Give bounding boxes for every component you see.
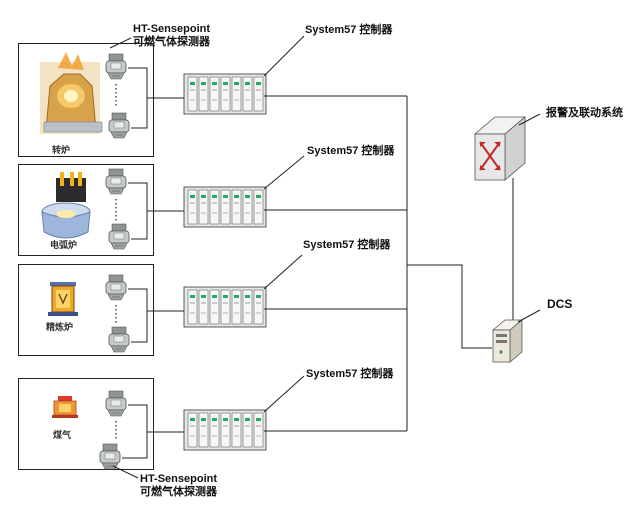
site-box-gas	[18, 378, 154, 470]
controller-rack	[183, 73, 267, 115]
controller-label: System57 控制器	[306, 368, 394, 380]
sensor-label-bottom-line1: HT-Sensepoint	[140, 473, 218, 485]
detector-icon	[105, 168, 127, 195]
sensor-wiring	[128, 67, 148, 129]
alarm-system-switch-icon	[473, 116, 527, 181]
controller-callout-line	[263, 155, 305, 190]
controller-label: System57 控制器	[303, 239, 391, 251]
backbone-to-dcs-line	[407, 264, 492, 349]
detector-icon	[108, 223, 130, 250]
dcs-server-icon	[491, 319, 524, 363]
site-caption-arc-furnace: 电弧炉	[50, 241, 78, 251]
site-caption-converter: 转炉	[52, 146, 71, 156]
site-image-gas	[52, 396, 78, 418]
controller-label: System57 控制器	[307, 145, 395, 157]
sensor-label-top-line1: HT-Sensepoint	[133, 23, 211, 35]
site-caption-gas: 煤气	[53, 431, 72, 441]
site-caption-refining-furnace: 精炼炉	[46, 323, 74, 333]
sensor-label-callout-line	[109, 37, 132, 49]
dcs-callout-line	[517, 309, 541, 323]
site-image-arc-furnace	[41, 172, 91, 239]
sensor-wiring	[128, 182, 148, 240]
detector-icon	[105, 53, 127, 80]
controller-callout-line	[263, 375, 305, 413]
sensor-label-callout-line	[112, 465, 139, 479]
site-image-converter	[40, 52, 103, 134]
alarm-callout-line	[518, 113, 541, 126]
site-box-refining-furnace	[18, 264, 154, 356]
controller-rack	[183, 286, 267, 328]
site-image-refining-furnace	[48, 282, 78, 316]
sensor-wiring	[128, 288, 148, 343]
sensor-label-bottom-line2: 可燃气体探测器	[140, 486, 217, 498]
detector-icon	[108, 326, 130, 353]
sensor-label-bottom: HT-Sensepoint 可燃气体探测器	[140, 473, 217, 499]
detector-icon	[99, 443, 121, 470]
detector-icon	[105, 274, 127, 301]
controller-callout-line	[263, 254, 303, 290]
sensor-label-top-line2: 可燃气体探测器	[133, 36, 210, 48]
detector-icon	[105, 390, 127, 417]
sensor-label-top: HT-Sensepoint 可燃气体探测器	[133, 23, 210, 49]
controller-rack	[183, 186, 267, 228]
controller-label: System57 控制器	[305, 24, 393, 36]
sensor-wiring	[122, 404, 148, 459]
alarm-system-label: 报警及联动系统	[546, 107, 623, 119]
controller-rack	[183, 409, 267, 451]
dcs-label: DCS	[547, 297, 573, 311]
controller-callout-line	[263, 35, 305, 77]
detector-icon	[108, 112, 130, 139]
